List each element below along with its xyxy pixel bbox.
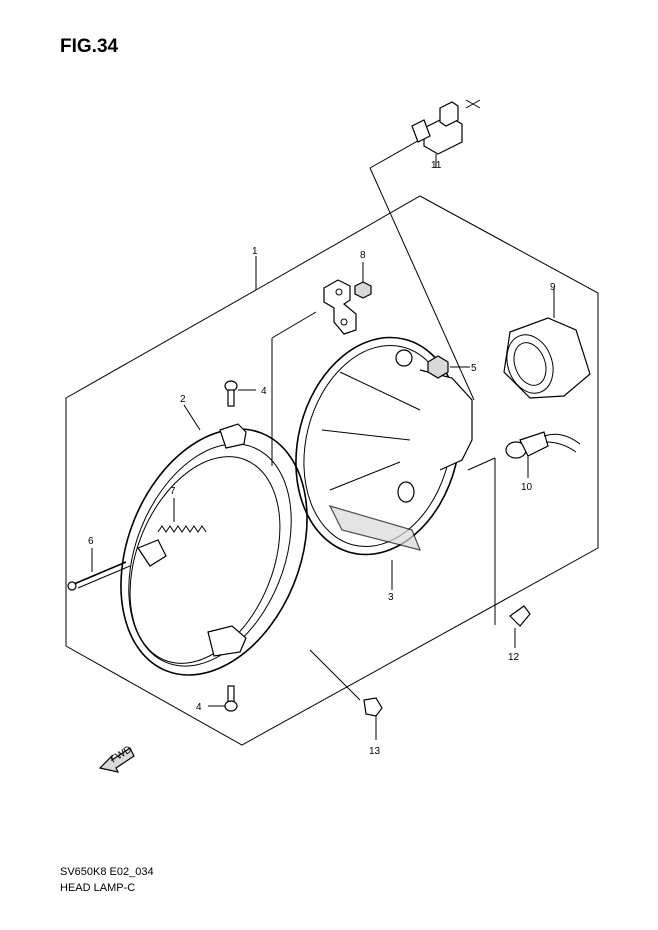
spring [157,498,207,533]
forward-arrow-icon: FWD [98,744,135,773]
callout-6: 6 [88,536,94,547]
callout-4-lower: 4 [196,702,202,713]
callout-11: 11 [431,160,442,171]
callout-4-upper: 4 [261,386,267,397]
headlamp-unit [295,336,473,590]
callout-10: 10 [521,482,533,493]
position-lamp-socket [505,431,581,478]
screw-13 [363,697,383,740]
callout-5: 5 [471,363,477,374]
headlamp-rim [120,404,308,676]
callout-2: 2 [180,394,186,405]
callout-1: 1 [252,246,258,257]
mounting-bracket [323,279,357,335]
screw-4-upper [224,380,256,407]
callout-7: 7 [170,486,176,497]
nut-5 [427,355,470,379]
screw-6 [67,548,131,591]
figure-title: FIG.34 [60,36,119,57]
bulb [411,99,481,168]
screw-4-lower [208,685,238,712]
socket-cover [503,288,591,399]
callout-3: 3 [388,592,394,603]
callout-13: 13 [369,746,381,757]
diagram-name: HEAD LAMP-C [60,882,136,894]
callout-9: 9 [550,282,556,293]
diagram-code: SV650K8 E02_034 [60,866,154,878]
callout-8: 8 [360,250,366,261]
callout-12: 12 [508,652,520,663]
assembly-outline [65,195,599,746]
position-bulb [509,605,531,648]
nut-8 [354,262,372,299]
